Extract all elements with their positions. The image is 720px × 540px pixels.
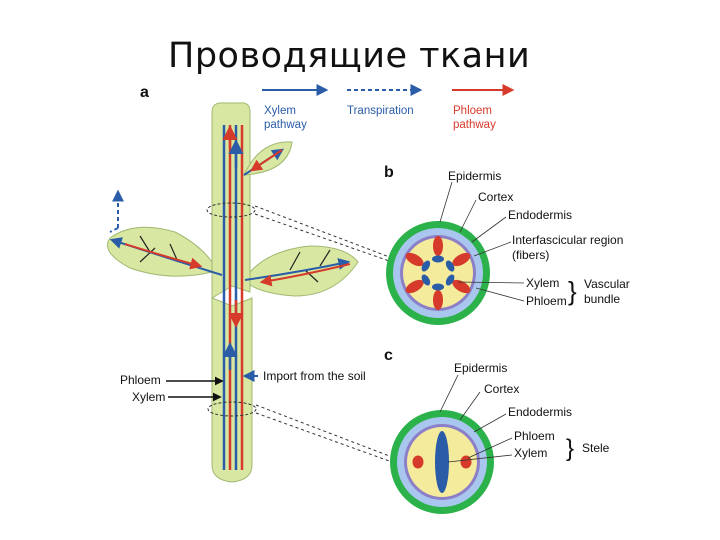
root-label-xylem: Xylem — [514, 446, 547, 460]
section-connectors — [254, 205, 393, 463]
root-phloem-left — [412, 455, 424, 469]
plant — [107, 102, 359, 483]
root-label-phloem: Phloem — [514, 429, 555, 443]
label-xylem-plant: Xylem — [132, 390, 165, 404]
legend: Xylem pathway Transpiration Phloem pathw… — [262, 84, 515, 131]
stem-cross-section — [386, 221, 490, 325]
stem-label-interfascicular: Interfascicular region — [512, 233, 623, 247]
section-ring-upper — [206, 202, 256, 218]
legend-phloem-line1: Phloem — [453, 105, 492, 117]
root-stem — [211, 297, 253, 483]
left-leaf — [107, 226, 213, 277]
label-phloem-plant: Phloem — [120, 373, 161, 387]
root-label-epidermis: Epidermis — [454, 361, 507, 375]
panel-b-letter: b — [384, 164, 394, 181]
panel-a-letter: a — [140, 84, 149, 101]
slide-title: Проводящие ткани — [168, 36, 531, 76]
legend-transpiration: Transpiration — [347, 105, 414, 117]
section-ring-lower — [207, 401, 257, 417]
stem-label-endodermis: Endodermis — [508, 208, 572, 222]
legend-xylem-line2: pathway — [264, 119, 307, 131]
stele-brace: } — [566, 435, 574, 462]
root-phloem-right — [460, 455, 472, 469]
legend-phloem-line2: pathway — [453, 119, 496, 131]
stem-label-bundle: bundle — [584, 292, 620, 306]
label-import-soil: Import from the soil — [263, 369, 366, 383]
stem-label-xylem: Xylem — [526, 276, 559, 290]
root-xylem — [435, 431, 449, 493]
vascular-bundle-brace: } — [568, 276, 577, 306]
stem-ground-tissue — [403, 238, 473, 308]
stem-label-epidermis: Epidermis — [448, 169, 501, 183]
stem-label-cortex: Cortex — [478, 190, 513, 204]
stem-label-fibers: (fibers) — [512, 248, 549, 262]
legend-xylem-line1: Xylem — [264, 105, 296, 117]
root-label-endodermis: Endodermis — [508, 405, 572, 419]
panel-c-letter: c — [384, 347, 393, 364]
stem-label-vascular: Vascular — [584, 277, 630, 291]
root-label-stele: Stele — [582, 441, 610, 455]
vascular-bundles — [405, 236, 471, 310]
root-label-cortex: Cortex — [484, 382, 519, 396]
stem-label-phloem: Phloem — [526, 294, 567, 308]
root-cross-section — [390, 410, 494, 514]
